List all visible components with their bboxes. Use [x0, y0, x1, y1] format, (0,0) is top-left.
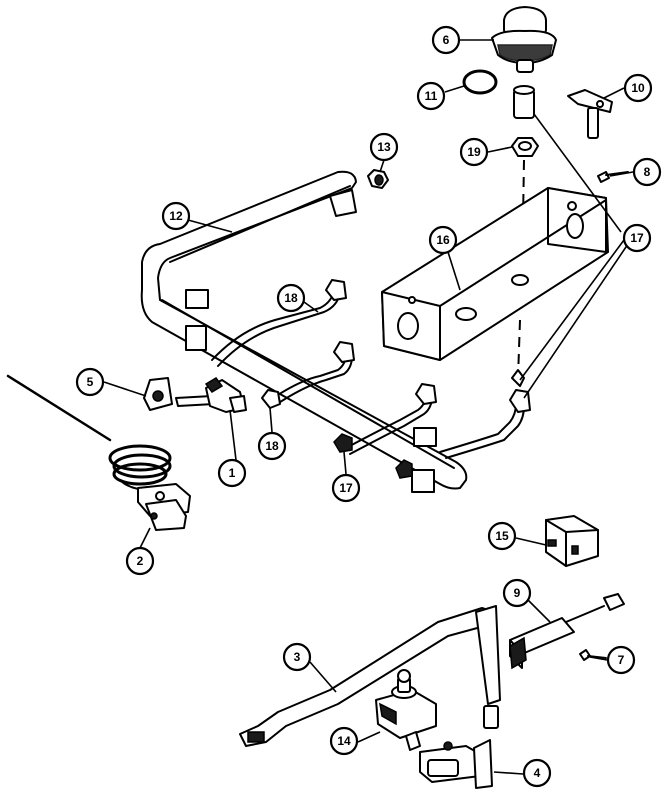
gas-tube-part	[211, 279, 531, 459]
svg-text:17: 17	[630, 231, 644, 245]
callout-17-top: 17	[622, 223, 652, 253]
svg-text:4: 4	[534, 766, 541, 780]
wire-harness-part	[239, 605, 501, 747]
svg-text:6: 6	[443, 33, 450, 47]
svg-text:15: 15	[495, 529, 509, 543]
svg-text:16: 16	[436, 233, 450, 247]
leader-lines	[103, 39, 634, 775]
callout-8: 8	[632, 157, 662, 187]
svg-text:8: 8	[644, 165, 651, 179]
igniter-bracket-part	[567, 89, 613, 139]
svg-text:13: 13	[377, 140, 391, 154]
manifold-pipe-part	[140, 170, 468, 493]
valve-bracket-part	[175, 377, 247, 413]
callout-18-top: 18	[276, 283, 306, 313]
svg-text:11: 11	[425, 89, 438, 103]
callout-2: 2	[125, 546, 155, 576]
svg-text:2: 2	[137, 554, 144, 568]
callout-17-bottom: 17	[331, 473, 361, 503]
svg-text:3: 3	[294, 650, 301, 664]
callout-10: 10	[623, 73, 653, 103]
callout-12: 12	[161, 201, 191, 231]
svg-text:10: 10	[631, 81, 645, 95]
svg-text:18: 18	[265, 439, 279, 453]
svg-text:14: 14	[337, 734, 351, 748]
svg-text:18: 18	[284, 291, 298, 305]
o-ring-part	[462, 69, 498, 95]
thermostat-part	[6, 374, 191, 531]
callout-19: 19	[459, 137, 489, 167]
valve-switch-part	[419, 739, 493, 789]
callouts: 6 11 10 8 19 13 12 16	[75, 25, 662, 788]
svg-text:17: 17	[339, 481, 353, 495]
terminal-block-part	[545, 515, 599, 567]
burner-bracket-part	[381, 187, 609, 361]
callout-18-bottom: 18	[257, 431, 287, 461]
callout-11: 11	[416, 81, 446, 111]
callout-4: 4	[522, 758, 552, 788]
thermostat-clip-part	[143, 377, 173, 411]
burner-head-part	[491, 6, 557, 73]
screw-part	[579, 649, 607, 661]
callout-9: 9	[502, 578, 532, 608]
callout-5: 5	[75, 367, 105, 397]
svg-text:7: 7	[618, 653, 625, 667]
callout-16: 16	[428, 225, 458, 255]
callout-7: 7	[606, 645, 636, 675]
callout-3: 3	[282, 642, 312, 672]
callout-13: 13	[369, 132, 399, 162]
callout-14: 14	[329, 726, 359, 756]
svg-text:12: 12	[169, 209, 183, 223]
manifold-nut-part	[367, 169, 389, 189]
spark-module-part	[509, 593, 625, 670]
pressure-regulator-part	[375, 669, 437, 751]
fitting-part	[261, 369, 525, 479]
screw-part	[597, 171, 629, 183]
svg-text:1: 1	[229, 466, 236, 480]
callout-6: 6	[431, 25, 461, 55]
svg-text:19: 19	[467, 145, 481, 159]
callout-15: 15	[487, 521, 517, 551]
svg-text:9: 9	[514, 586, 521, 600]
callout-1: 1	[217, 458, 247, 488]
hex-nut-part	[511, 137, 539, 157]
svg-text:5: 5	[87, 375, 94, 389]
orifice-holder-part	[513, 85, 535, 119]
